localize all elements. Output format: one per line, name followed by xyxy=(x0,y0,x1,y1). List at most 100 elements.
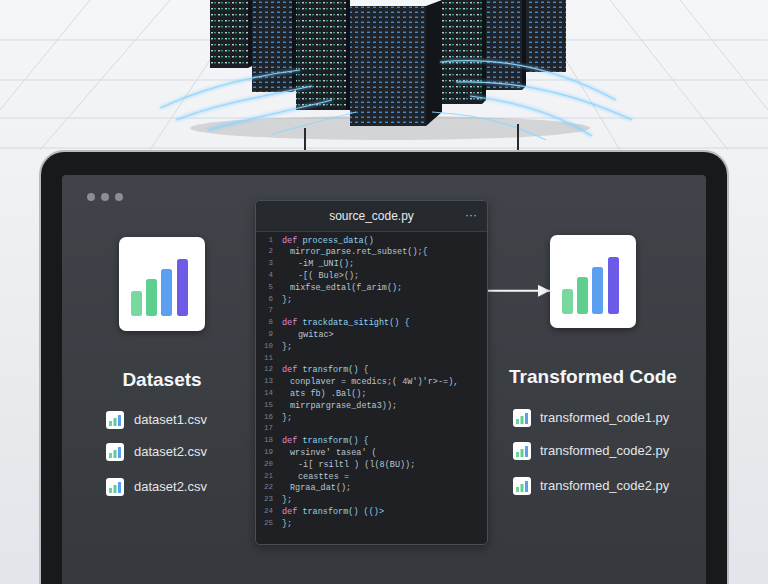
file-icon-bar xyxy=(516,487,519,492)
file-icon-bar xyxy=(525,413,528,424)
floor-grid-line xyxy=(680,0,768,110)
glow-cable xyxy=(272,112,356,134)
server-rack xyxy=(486,0,522,90)
file-icon-bar xyxy=(516,452,519,457)
server-rack xyxy=(442,0,482,104)
file-name-tab: source_code.py xyxy=(256,201,487,231)
server-rack xyxy=(350,6,426,126)
glow-cable xyxy=(176,86,312,120)
line-number: 20 xyxy=(256,459,273,470)
server-rack-side xyxy=(292,0,296,92)
line-number: 5 xyxy=(256,282,273,293)
window-dot xyxy=(101,193,109,201)
chart-bar xyxy=(146,279,157,316)
file-icon-bar xyxy=(521,449,524,457)
code-line: }; xyxy=(282,295,292,306)
file-icon-bar xyxy=(109,421,112,426)
line-number: 25 xyxy=(256,518,273,529)
code-keyword: def xyxy=(282,318,297,328)
file-icon xyxy=(106,478,124,496)
line-number: 14 xyxy=(256,388,273,399)
file-icon-bar xyxy=(109,453,112,458)
line-number: 2 xyxy=(256,246,273,257)
server-rack-side xyxy=(346,0,350,110)
server-rack-side xyxy=(426,0,442,126)
server-rack-side xyxy=(522,0,526,90)
server-rack-side xyxy=(482,0,486,104)
line-number: 9 xyxy=(256,329,273,340)
line-number: 10 xyxy=(256,341,273,352)
code-line: }; xyxy=(282,342,292,353)
line-number: 19 xyxy=(256,447,273,458)
code-keyword: def xyxy=(282,365,297,375)
line-number: 11 xyxy=(256,353,273,364)
file-icon xyxy=(513,409,531,427)
chart-icon-card: Datasets xyxy=(119,237,205,331)
line-number: 3 xyxy=(256,258,273,269)
code-line: }; xyxy=(282,495,292,506)
server-rack xyxy=(210,0,248,68)
chart-bar xyxy=(131,291,142,316)
code-line: ceasttes = xyxy=(298,472,349,483)
chart-bar xyxy=(577,277,588,314)
chart-bar xyxy=(562,289,573,314)
file-icon-bar xyxy=(118,447,121,458)
laptop-screen xyxy=(62,175,706,584)
code-line: def trackdata_sitight() { xyxy=(282,318,410,329)
code-line: wrsinve' tasea' ( xyxy=(290,448,377,459)
chart-bar xyxy=(177,259,188,316)
code-line: gwitac> xyxy=(298,330,334,341)
server-rack-side xyxy=(248,0,252,68)
file-name: dataset2.csv xyxy=(134,443,207,461)
line-number: 23 xyxy=(256,494,273,505)
file-name: dataset2.csv xyxy=(134,478,207,496)
laptop-bezel xyxy=(40,151,728,584)
line-number: 15 xyxy=(256,400,273,411)
section-heading: Datasets xyxy=(122,369,201,391)
file-icon xyxy=(106,411,124,429)
line-number: 12 xyxy=(256,364,273,375)
code-line: conplaver = mcedics;( 4W')'r>-=), xyxy=(290,377,458,388)
file-name: transformed_code2.py xyxy=(540,442,669,460)
glow-cable xyxy=(456,82,632,120)
file-icon-bar xyxy=(118,482,121,493)
code-line: -i[ rsiltl ) (l(8(BU)); xyxy=(298,460,415,471)
window-dot xyxy=(87,193,95,201)
line-number: 8 xyxy=(256,317,273,328)
floor-grid-line xyxy=(610,0,728,150)
line-number: 16 xyxy=(256,412,273,423)
file-icon-bar xyxy=(114,418,117,426)
file-icon xyxy=(513,442,531,460)
code-line: mirrpargrase_deta3)); xyxy=(290,401,397,412)
glow-cable xyxy=(470,96,592,136)
chart-bar xyxy=(608,257,619,314)
code-line: }; xyxy=(282,413,292,424)
line-number: 13 xyxy=(256,376,273,387)
floor-grid-line xyxy=(0,0,90,110)
floor-grid-line xyxy=(0,148,768,149)
file-name: transformed_code1.py xyxy=(540,409,669,427)
glow-cable xyxy=(176,86,312,120)
flow-arrow xyxy=(488,290,550,292)
glow-cable xyxy=(160,70,300,108)
glow-cable xyxy=(432,112,546,140)
file-icon-bar xyxy=(118,415,121,426)
line-number: 4 xyxy=(256,270,273,281)
code-line: def transform() { xyxy=(282,436,369,447)
chart-bar xyxy=(592,267,603,314)
code-line: def transform() (()> xyxy=(282,507,384,518)
glow-cable xyxy=(208,100,332,130)
file-icon-bar xyxy=(525,446,528,457)
line-number: 7 xyxy=(256,305,273,316)
line-number: 18 xyxy=(256,435,273,446)
code-keyword: def xyxy=(282,507,297,517)
code-token: transform() (()> xyxy=(297,507,384,517)
file-icon-bar xyxy=(114,450,117,458)
code-line: Rgraa_dat(); xyxy=(290,483,351,494)
file-icon-bar xyxy=(521,484,524,492)
file-icon-bar xyxy=(114,485,117,493)
code-keyword: def xyxy=(282,236,297,246)
glow-cable xyxy=(470,96,592,136)
line-number: 1 xyxy=(256,235,273,246)
